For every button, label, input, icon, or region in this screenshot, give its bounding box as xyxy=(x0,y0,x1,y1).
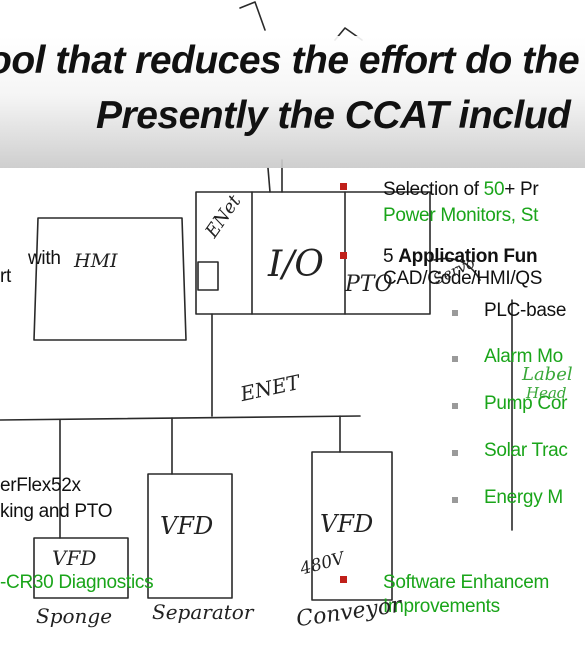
bullet-item-2 xyxy=(452,356,458,362)
controller-box xyxy=(195,191,431,315)
title-line-1: ool that reduces the effort do the xyxy=(0,39,580,82)
selection-prefix: Selection of xyxy=(383,179,484,200)
sketch-label-vfd-1: VFD xyxy=(52,546,97,570)
enet-bus xyxy=(0,415,361,421)
bullet-item-4 xyxy=(452,450,458,456)
vfd-box-1 xyxy=(33,537,129,599)
servo-sketch xyxy=(433,257,481,281)
application-line: 5 Application Fun xyxy=(383,246,538,268)
application-label: Application Fun xyxy=(398,246,538,267)
app-item-2: Alarm Mo xyxy=(484,346,563,367)
left-text-rt: rt xyxy=(0,266,12,287)
hmi-box xyxy=(33,217,187,341)
app-item-4: Solar Trac xyxy=(484,440,568,461)
application-count: 5 xyxy=(383,246,399,267)
bullet-software xyxy=(340,576,347,583)
sketch-label-sponge: Sponge xyxy=(36,604,113,628)
bullet-application xyxy=(340,252,347,259)
selection-count: 50 xyxy=(483,179,505,200)
software-line-2: Improvements xyxy=(383,596,500,617)
app-item-3: Pump Cor xyxy=(484,393,568,414)
left-text-cr30: -CR30 Diagnostics xyxy=(0,572,154,593)
title-line-2: Presently the CCAT includ xyxy=(96,94,571,137)
power-monitors-line: Power Monitors, St xyxy=(383,205,539,226)
software-line-1: Software Enhancem xyxy=(383,572,549,593)
bullet-selection xyxy=(340,183,347,190)
bullet-item-3 xyxy=(452,403,458,409)
selection-suffix: + Pr xyxy=(504,179,539,200)
sketch-label-separator: Separator xyxy=(152,600,254,624)
sketch-label-label: Label xyxy=(522,364,573,385)
bullet-item-5 xyxy=(452,497,458,503)
sketch-label-vfd-2: VFD xyxy=(160,512,214,540)
scribble-top-left xyxy=(239,1,266,31)
sketch-label-io: I/O xyxy=(268,244,324,285)
cad-line: CAD/Code/HMI/QS xyxy=(383,268,543,289)
left-text-king-pto: king and PTO xyxy=(0,501,113,522)
sketch-label-pto: PTO xyxy=(345,272,393,297)
riser-1 xyxy=(267,167,271,193)
title-band xyxy=(0,36,585,168)
selection-line: Selection of 50+ Pr xyxy=(383,179,539,201)
sketch-label-vfd-3: VFD xyxy=(320,510,374,538)
vfd-box-2 xyxy=(147,473,233,599)
left-text-with: with xyxy=(28,248,61,269)
sketch-label-head: Head xyxy=(526,384,567,402)
sketch-label-hmi: HMI xyxy=(74,250,118,272)
vfd-box-3 xyxy=(311,451,393,601)
app-item-1: PLC-base xyxy=(484,300,567,321)
app-item-5: Energy M xyxy=(484,487,563,508)
bullet-item-1 xyxy=(452,310,458,316)
enet-port xyxy=(197,261,219,291)
left-text-powerflex: erFlex52x xyxy=(0,475,81,496)
